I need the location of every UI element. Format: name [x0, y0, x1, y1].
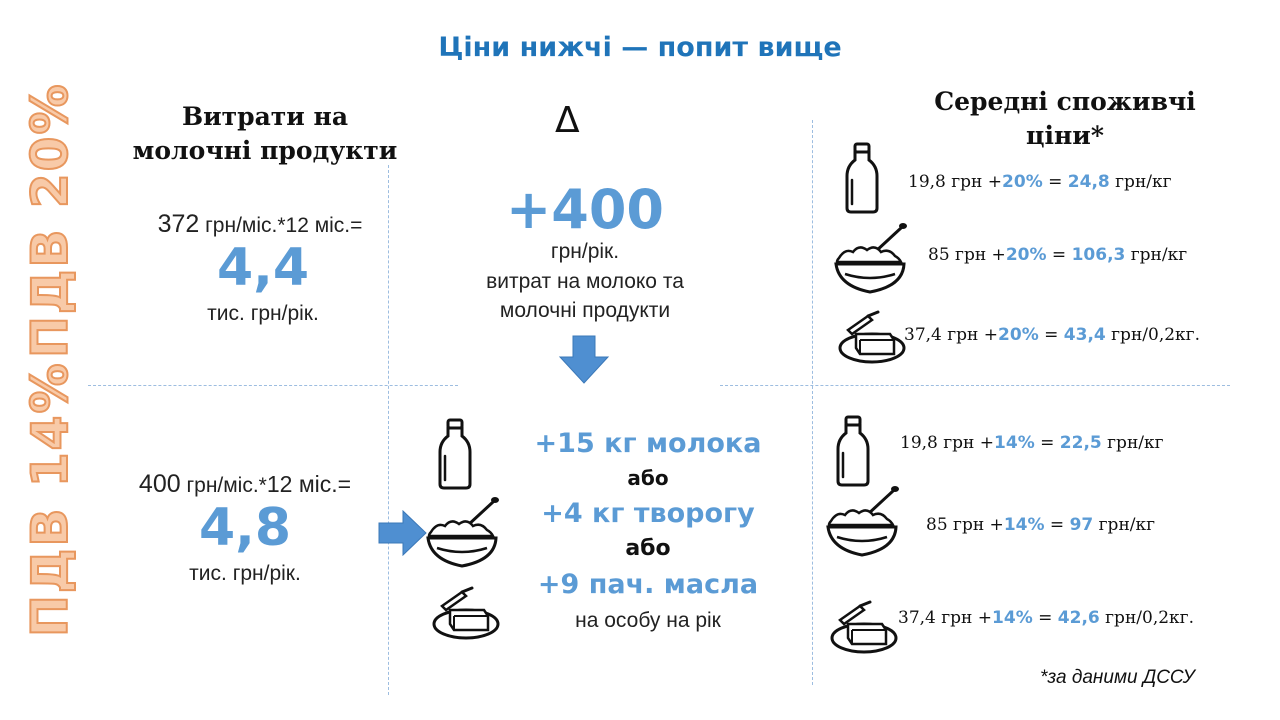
vat20-calc-unit: грн/міс.* [199, 214, 286, 237]
arrow-down-icon [558, 335, 610, 385]
cottage-cheese-bowl-icon [425, 496, 501, 572]
butter-icon [830, 600, 898, 654]
price20-butter: 37,4 грн +20% = 43,4 грн/0,2кг. [904, 325, 1200, 345]
gain-cottage: +4 кг творогу [541, 498, 755, 529]
butter-icon [838, 310, 906, 364]
vat14-unit: тис. грн/рік. [189, 562, 301, 585]
price14-milk: 19,8 грн +14% = 22,5 грн/кг [900, 433, 1164, 453]
vat20-label: ПДВ 20% [20, 81, 80, 359]
delta-desc-line1: витрат на молоко та [486, 270, 684, 293]
divider-vertical-left [388, 165, 389, 695]
cottage-cheese-bowl-icon [833, 222, 909, 298]
delta-value: +400 [506, 178, 664, 241]
vat14-calc-suffix: 12 міс.= [266, 471, 352, 497]
butter-icon [432, 586, 500, 640]
divider-vertical-right [812, 120, 813, 685]
vat20-unit: тис. грн/рік. [207, 302, 319, 325]
right-header-line1: Середні споживчі [934, 87, 1196, 116]
vat14-calc-prefix: 400 [138, 470, 181, 498]
left-header: Витрати на молочні продукти [100, 100, 430, 168]
gain-butter: +9 пач. масла [537, 569, 759, 600]
left-header-line2: молочні продукти [132, 136, 398, 165]
vat20-calc-prefix: 372 [157, 210, 200, 238]
price20-milk: 19,8 грн +20% = 24,8 грн/кг [908, 172, 1172, 192]
milk-bottle-icon [836, 415, 870, 487]
gain-per-person: на особу на рік [575, 609, 721, 632]
delta-desc-line2: молочні продукти [499, 299, 671, 322]
divider-right [720, 385, 1230, 386]
footnote: *за даними ДССУ [1040, 667, 1195, 688]
right-header: Середні споживчі ціни* [895, 85, 1235, 153]
vat14-label: ПДВ 14% [20, 360, 80, 638]
page-title: Ціни нижчі — попит вище [438, 32, 842, 63]
cottage-cheese-bowl-icon [825, 485, 901, 561]
price20-cottage: 85 грн +20% = 106,3 грн/кг [928, 245, 1188, 265]
vat14-calc-unit: грн/міс.* [180, 474, 267, 497]
right-header-line2: ціни* [1026, 121, 1104, 150]
vat20-value: 4,4 [216, 238, 310, 298]
gain-or-2: або [625, 536, 671, 561]
vat20-calc-suffix: 12 міс.= [285, 214, 363, 237]
vat14-value: 4,8 [198, 498, 292, 558]
delta-symbol: Δ [555, 100, 580, 141]
arrow-right-icon [378, 510, 428, 556]
price14-cottage: 85 грн +14% = 97 грн/кг [926, 515, 1156, 535]
divider-left [88, 385, 458, 386]
vat14-calc: 400 грн/міс.*12 міс.= [95, 470, 395, 499]
vat20-calc: 372 грн/міс.*12 міс.= [110, 210, 410, 239]
gain-or-1: або [627, 466, 669, 490]
gain-milk: +15 кг молока [534, 428, 762, 459]
milk-bottle-icon [845, 142, 879, 214]
delta-unit: грн/рік. [550, 240, 620, 263]
price14-butter: 37,4 грн +14% = 42,6 грн/0,2кг. [898, 608, 1194, 628]
left-header-line1: Витрати на [181, 102, 349, 131]
milk-bottle-icon [438, 418, 472, 490]
